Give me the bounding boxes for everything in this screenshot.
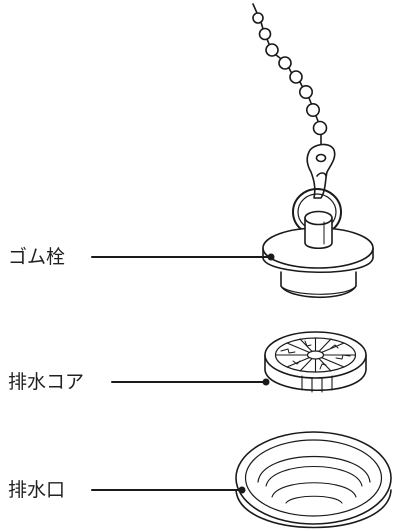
label-rubber-stopper: ゴム栓 <box>8 246 66 268</box>
chain-bead <box>289 70 303 84</box>
label-drain-outlet: 排水口 <box>8 479 66 501</box>
label-drain-core: 排水コア <box>8 371 85 393</box>
chain-bead <box>265 43 279 57</box>
chain-bead <box>298 85 313 100</box>
leader-lines <box>91 253 275 494</box>
chain-hook <box>306 143 336 199</box>
chain-bead <box>258 27 272 41</box>
leader-dot-stopper <box>267 253 275 261</box>
chain-bead <box>252 12 264 24</box>
chain-bead <box>278 56 292 70</box>
ball-chain <box>252 3 328 146</box>
chain-bead <box>312 120 328 136</box>
rubber-stopper <box>262 210 374 299</box>
chain-bead <box>305 103 320 118</box>
leader-dot-core <box>262 378 270 386</box>
drain-outlet <box>235 431 392 529</box>
drain-core <box>264 331 367 393</box>
leader-dot-drain <box>238 486 246 494</box>
